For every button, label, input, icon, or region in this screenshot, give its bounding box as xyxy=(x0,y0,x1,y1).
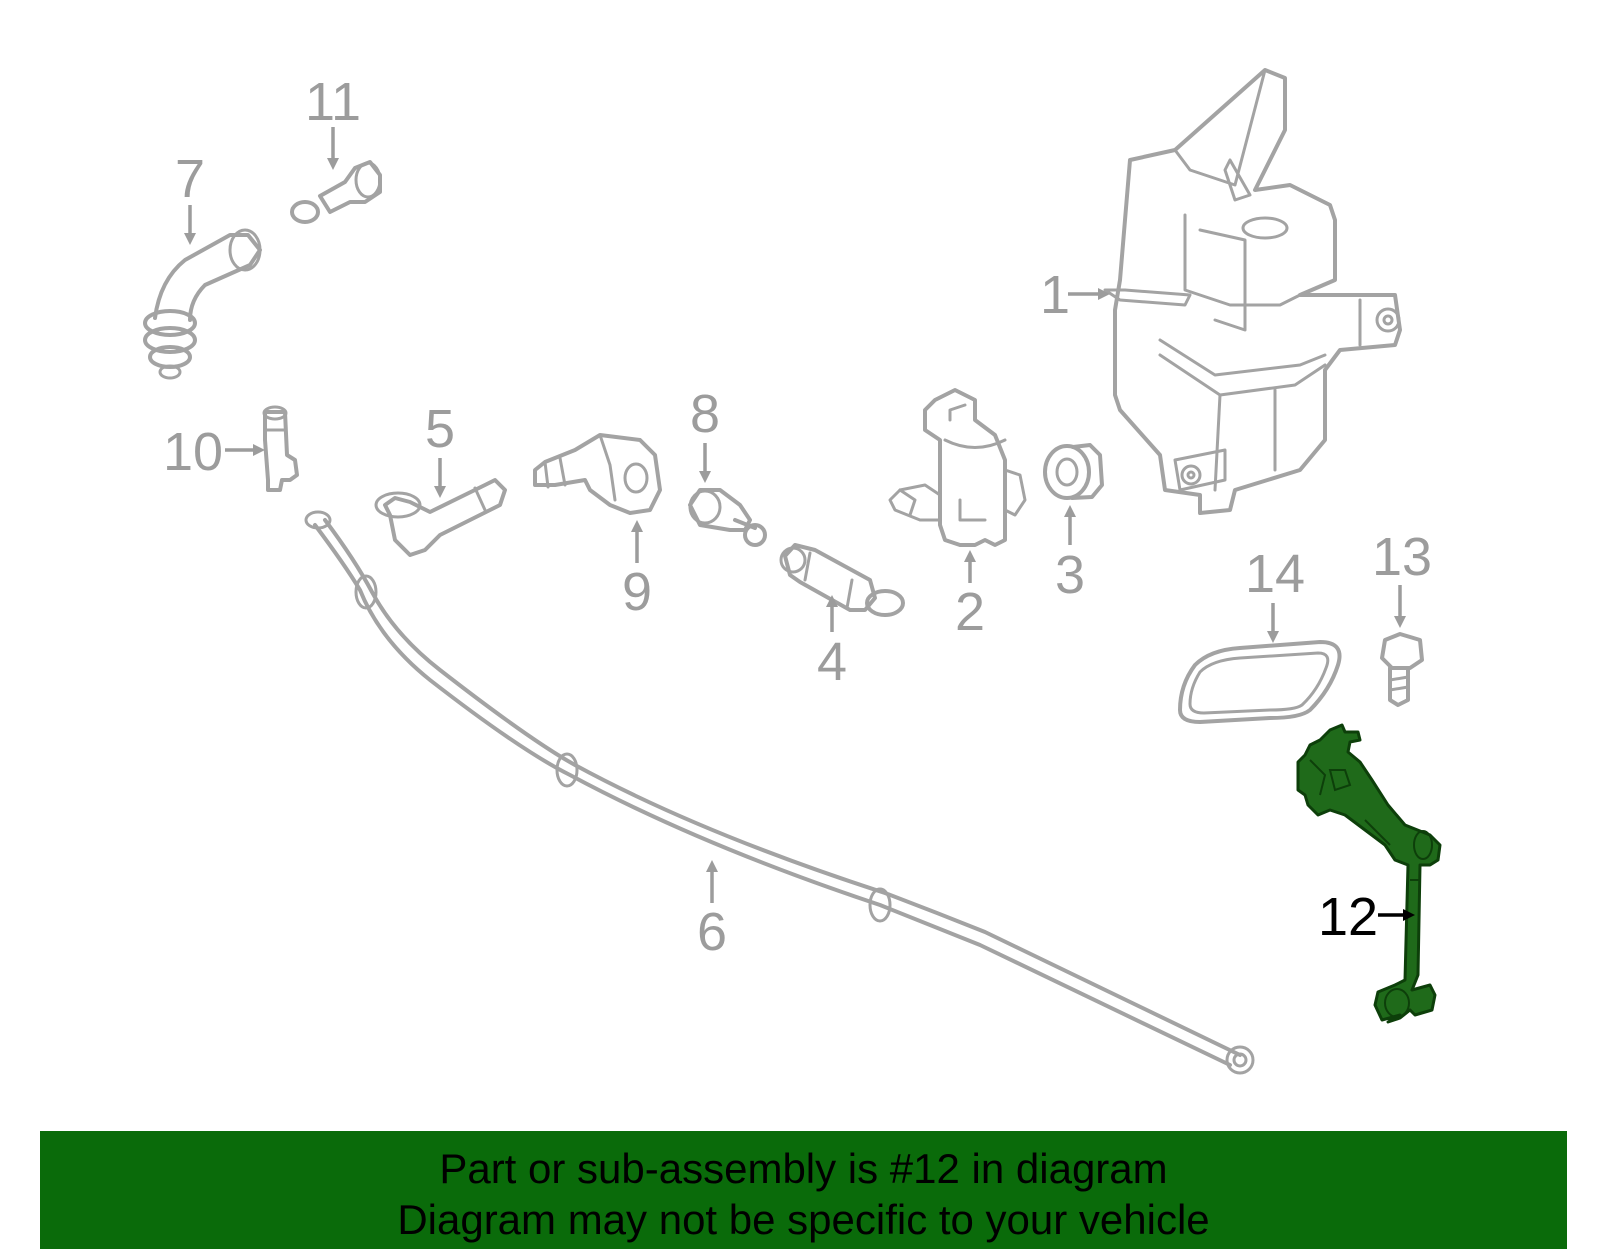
callout-13: 13 xyxy=(1372,527,1432,628)
callout-label-1: 1 xyxy=(1040,265,1070,325)
part-7-elbow[interactable] xyxy=(143,228,262,380)
part-11-valve[interactable] xyxy=(290,160,382,224)
part-10-tee[interactable] xyxy=(262,405,299,492)
callout-label-12: 12 xyxy=(1318,887,1378,947)
callout-label-11: 11 xyxy=(305,72,361,132)
part-6-hose[interactable] xyxy=(304,510,1255,1075)
callout-label-6: 6 xyxy=(697,902,727,962)
callout-10: 10 xyxy=(163,422,265,482)
part-1-reservoir[interactable] xyxy=(1103,68,1402,515)
callout-label-9: 9 xyxy=(622,562,652,622)
callout-4: 4 xyxy=(817,595,847,692)
part-12-washer-nozzle[interactable] xyxy=(1296,723,1442,1024)
callout-label-13: 13 xyxy=(1372,527,1432,587)
callout-label-5: 5 xyxy=(425,399,455,459)
callout-1: 1 xyxy=(1040,265,1110,325)
callout-label-4: 4 xyxy=(817,632,847,692)
callout-11: 11 xyxy=(305,72,361,170)
part-9-connector[interactable] xyxy=(533,433,662,515)
banner-line-2: Diagram may not be specific to your vehi… xyxy=(397,1196,1210,1243)
callout-label-2: 2 xyxy=(955,582,985,642)
part-3-grommet[interactable] xyxy=(1043,443,1104,500)
callout-label-14: 14 xyxy=(1245,544,1305,604)
part-8-check-valve[interactable] xyxy=(688,488,767,547)
callout-12: 12 xyxy=(1318,887,1415,947)
callout-2: 2 xyxy=(955,550,985,642)
part-4-connector[interactable] xyxy=(779,543,905,617)
info-banner: Part or sub-assembly is #12 in diagram D… xyxy=(40,1131,1567,1249)
part-13-bolt[interactable] xyxy=(1380,632,1424,707)
callout-label-10: 10 xyxy=(163,422,223,482)
callout-14: 14 xyxy=(1245,544,1305,643)
part-14-cover[interactable] xyxy=(1178,640,1342,724)
banner-line-1: Part or sub-assembly is #12 in diagram xyxy=(439,1145,1168,1192)
callout-8: 8 xyxy=(690,384,720,483)
callout-label-7: 7 xyxy=(175,149,205,209)
callout-5: 5 xyxy=(425,399,455,498)
callout-label-8: 8 xyxy=(690,384,720,444)
part-2-washer-pump[interactable] xyxy=(888,388,1027,547)
callout-3: 3 xyxy=(1055,505,1085,605)
part-5-elbow-hose[interactable] xyxy=(374,478,507,557)
callout-9: 9 xyxy=(622,520,652,622)
callout-7: 7 xyxy=(175,149,205,245)
callout-6: 6 xyxy=(697,860,727,962)
callout-label-3: 3 xyxy=(1055,545,1085,605)
